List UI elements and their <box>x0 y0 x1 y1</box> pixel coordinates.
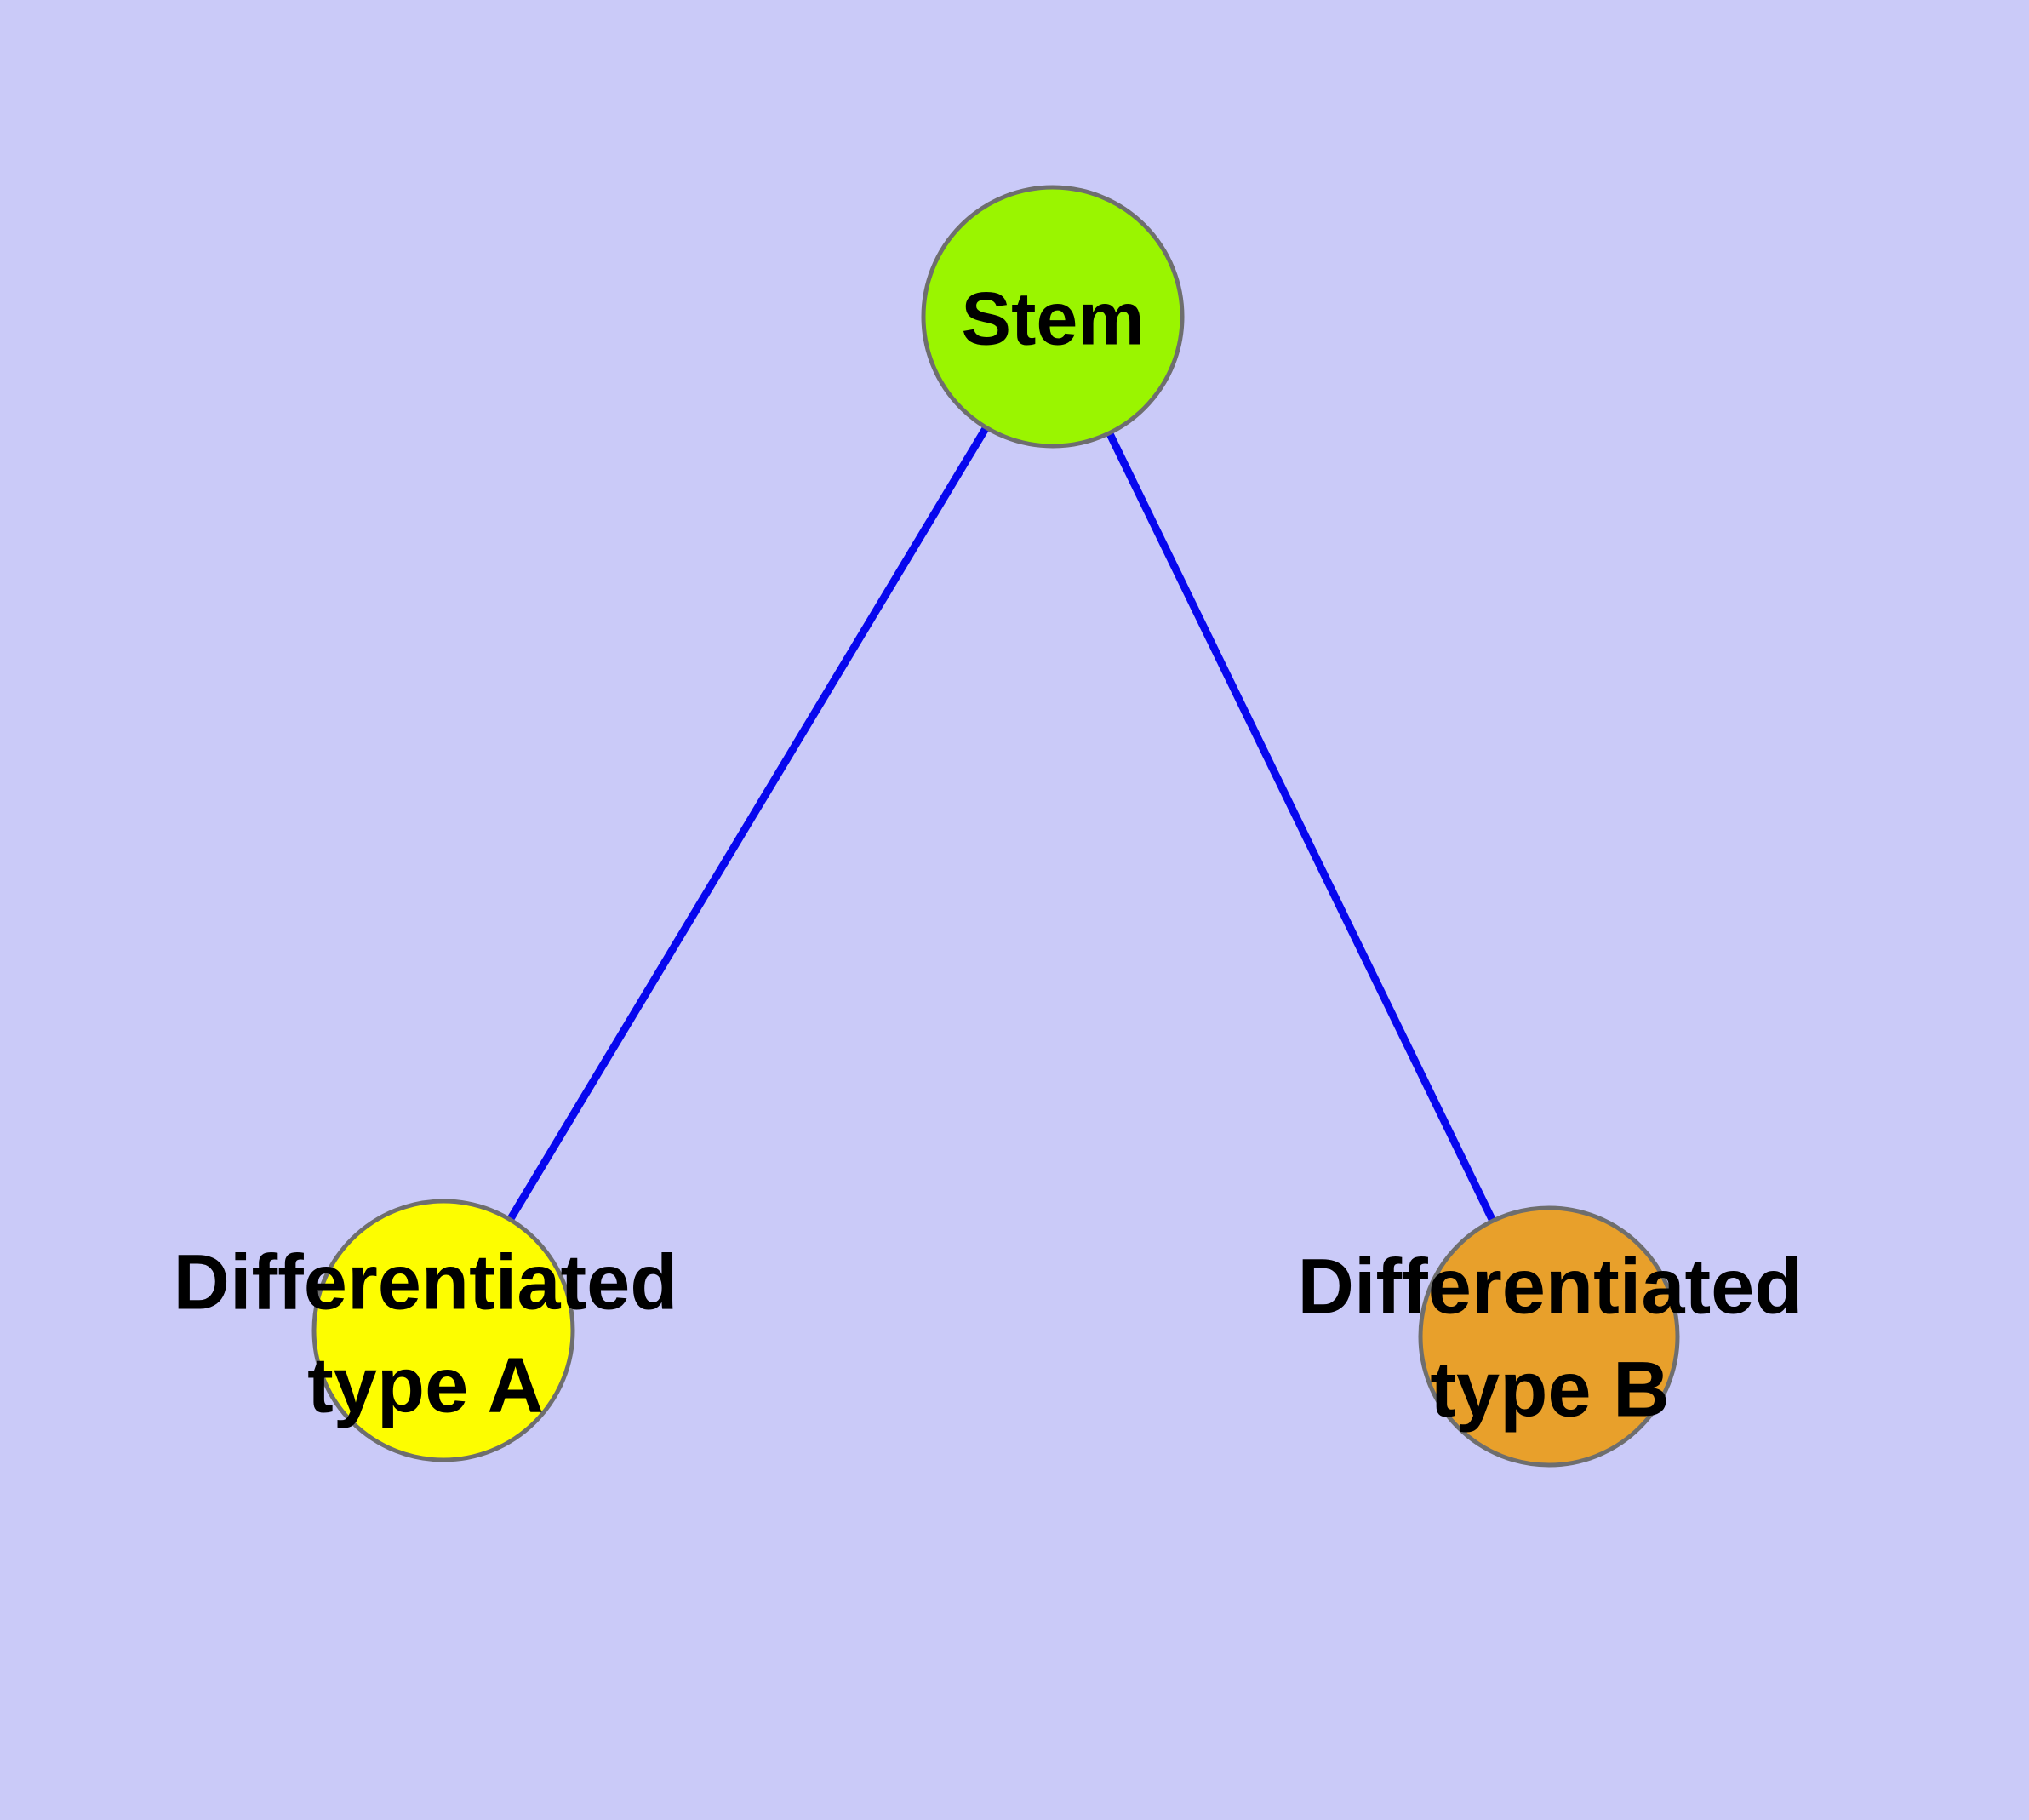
node-label-differentiated-type-a: Differentiated type A <box>173 1239 678 1428</box>
node-label-differentiated-type-b: Differentiated type B <box>1297 1243 1803 1433</box>
node-circle-type-a <box>311 1199 575 1462</box>
node-circle-type-b <box>1418 1205 1680 1468</box>
node-circle-stem <box>921 185 1185 449</box>
node-label-stem: Stem <box>961 276 1145 361</box>
edge-stem-to-type-a <box>440 314 1056 1333</box>
edge-stem-to-type-b <box>1049 315 1553 1338</box>
